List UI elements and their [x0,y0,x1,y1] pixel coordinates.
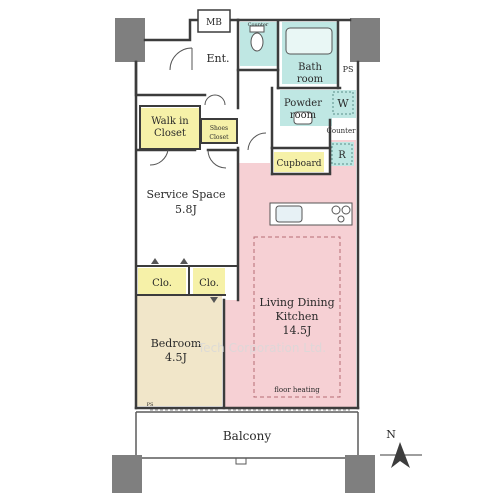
bath-label-2: room [297,74,324,85]
powder-label-1: Powder [284,98,322,109]
washer-floor [332,90,356,118]
cupboard-label: Cupboard [276,159,321,169]
stove-icon [331,205,351,223]
toilet-icon [249,25,265,52]
balcony-label: Balcony [223,429,271,443]
mb-label: MB [206,18,222,28]
walls [134,18,360,410]
closet-2-floor [193,268,225,294]
column-top-left [115,18,145,62]
ps-small-label: PS [147,402,154,408]
shoes-label-2: Closet [209,134,229,141]
column-bottom-right [345,455,375,493]
door-swings [149,47,267,169]
entrance-label: Ent. [206,52,229,65]
walk-in-closet-floor [141,108,199,148]
bathtub-icon [285,27,333,55]
shoes-label-1: Shoes [210,125,228,132]
bedroom-floor [137,295,222,406]
fridge-floor [330,142,354,166]
meter-box [197,9,231,33]
bedroom-size: 4.5J [165,351,187,364]
ldk-size: 14.5J [283,324,312,337]
balcony-unit [235,457,247,465]
wash-basin-icon [293,111,313,125]
counter-top-label: Counter [248,22,269,28]
ps-label: PS [343,65,354,74]
compass-icon: N [380,428,422,468]
closet-1-label: Clo. [152,278,172,289]
ldk-label-2: Kitchen [276,310,319,323]
walk-in-label-1: Walk in [151,116,189,127]
ldk-floor [225,140,356,408]
counter-label: Counter [327,127,357,135]
column-top-right [350,18,380,62]
service-space-size: 5.8J [175,203,197,216]
shoes-closet-floor [202,120,236,142]
ldk-label-1: Living Dining [259,296,334,309]
compass-label: N [386,428,396,441]
floor-heating-label: floor heating [274,386,320,394]
service-space-label: Service Space [146,188,225,201]
fridge-label: R [338,150,346,161]
walk-in-label-2: Closet [154,128,186,139]
sink-icon [275,205,303,223]
washer-label: W [337,97,349,110]
column-bottom-left [112,455,142,493]
cupboard-floor [274,152,324,172]
floor-heating-area [253,236,341,398]
powder-label-2: room [290,110,317,121]
closet-2-label: Clo. [199,278,219,289]
watermark: Tech Corporation Ltd. [197,341,326,355]
bath-label-1: Bath [298,62,322,73]
closet-1-floor [138,268,186,294]
bedroom-label: Bedroom [151,337,202,350]
